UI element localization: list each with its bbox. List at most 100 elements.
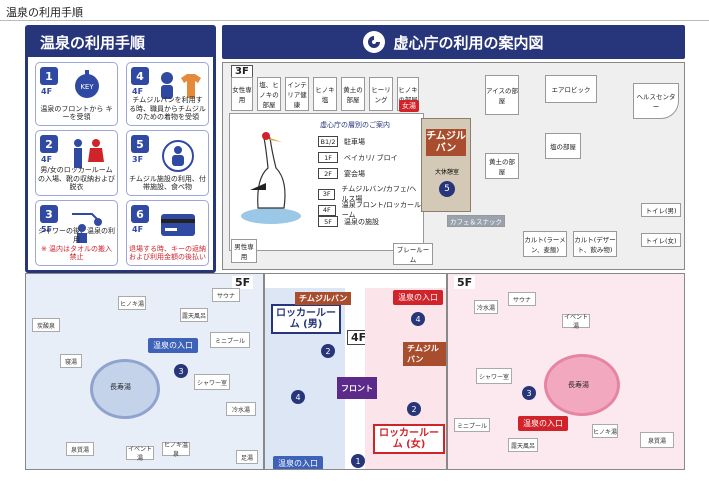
floor-desc: チムジルバン/カフェ/ヘルス場 — [341, 185, 417, 203]
step-4: 4 4F チムジルバンを利用する時、職員からチムジルのための着物を受領 — [126, 62, 209, 126]
floor-desc: 温泉フロント/ロッカールーム — [341, 201, 422, 219]
main-tub-label: 長寿湯 — [568, 381, 589, 389]
step-number: 2 — [40, 135, 58, 153]
room: シャワー室 — [476, 368, 512, 384]
room: 泉質湯 — [640, 432, 674, 448]
step-marker: 3 — [522, 386, 536, 400]
step-marker: 4 — [411, 312, 425, 326]
cafe-snack: カフェ＆スナック — [447, 215, 505, 227]
step-marker: 1 — [351, 454, 365, 468]
onsen-entrance-button[interactable]: 温泉の入口 — [518, 416, 568, 431]
step-5: 5 3F チムジル施設の利用、付帯施設、食べ物 — [126, 130, 209, 196]
room: エアロビック — [545, 75, 597, 103]
main-tub — [544, 354, 620, 416]
room: ヒーリング — [369, 77, 393, 111]
payment-card-icon — [161, 214, 195, 236]
step-1: 1 4F KEY 温泉のフロントから キーを受領 — [35, 62, 118, 126]
step-warning: ※ 温内はタオルの搬入禁止 — [40, 244, 113, 262]
room: ヒノキ塩 — [313, 77, 337, 111]
room: 黄土の部屋 — [341, 77, 365, 111]
step-marker: 2 — [321, 344, 335, 358]
board-row: 2F 宴会場 — [318, 168, 365, 179]
step-number: 6 — [131, 205, 149, 223]
step-floor: 4F — [132, 87, 144, 96]
step-text: シャワーの後、温泉の利用 ※ 温内はタオルの搬入禁止 — [38, 227, 115, 262]
onsen-entrance-top[interactable]: 温泉の入口 — [393, 290, 443, 305]
step-marker: 5 — [439, 181, 455, 197]
board-row: B1/2 駐車場 — [318, 136, 365, 147]
chimjilbang-label: チムジルバン — [426, 129, 466, 156]
floor-badge: 4F — [318, 204, 336, 216]
room: ヒノキ湯 — [592, 424, 618, 438]
room: 男性専用 — [231, 239, 257, 263]
step-marker: 3 — [174, 364, 188, 378]
step-2: 2 4F 男/女のロッカールームの入場、靴の収納および脱衣 — [35, 130, 118, 196]
floor-label: 4F — [347, 330, 371, 345]
floor-desc: 温泉の施設 — [344, 217, 379, 226]
step-text: チムジルバンを利用する時、職員からチムジルのための着物を受領 — [129, 95, 206, 122]
step-floor: 4F — [41, 155, 53, 164]
room: 泉質湯 — [66, 442, 94, 456]
room: 冷水湯 — [226, 402, 256, 416]
step-text: 温泉のフロントから キーを受領 — [40, 104, 113, 122]
sauna-person-icon — [162, 140, 194, 172]
floor-badge: 3F — [318, 188, 336, 200]
floor-label: 5F — [232, 276, 254, 289]
women-bath-tag: 女湯 — [399, 100, 419, 112]
restroom-icon — [74, 139, 104, 168]
floor-label: 5F — [454, 276, 476, 289]
onsen-entrance-button[interactable]: 温泉の入口 — [148, 338, 198, 353]
room: ヒノキ温泉 — [162, 442, 190, 458]
board-row: 3F チムジルバン/カフェ/ヘルス場 — [318, 184, 423, 204]
step-floor: 5F — [41, 225, 53, 234]
room: サウナ — [508, 292, 536, 306]
floor-5f-women-map: 5F 長寿湯 温泉の入口 3 シャワー室 イベント湯 サウナ 冷水湯 ミニプール… — [447, 273, 685, 470]
floor-3f-map: 3F 女性専用 塩、ヒノキの部屋 インテリア健康 ヒノキ塩 黄土の部屋 ヒーリン… — [222, 62, 685, 270]
key-icon: KEY — [75, 70, 99, 98]
step-number: 4 — [131, 67, 149, 85]
room: 塩の部屋 — [545, 133, 581, 159]
room: イベント湯 — [562, 314, 590, 330]
step-number: 1 — [40, 67, 58, 85]
floor-desc: 駐車場 — [344, 137, 365, 146]
map-header: 虚心庁の利用の案内図 — [222, 25, 685, 59]
room: 黄土の部屋 — [485, 153, 519, 179]
room: 足湯 — [236, 450, 258, 464]
step-floor: 4F — [132, 225, 144, 234]
logo-icon — [363, 31, 386, 53]
room: イベント湯 — [126, 446, 154, 462]
header-divider — [0, 20, 709, 21]
room: ミニプール — [454, 418, 490, 432]
steps-panel: 温泉の利用手順 1 4F KEY 温泉のフロントから キーを受領 4 4F チム… — [25, 25, 216, 273]
staff-clothes-icon — [161, 72, 201, 99]
board-title: 虚心庁の層別のご案内 — [320, 121, 390, 129]
room: 寝湯 — [60, 354, 82, 368]
floor-badge: B1/2 — [318, 136, 338, 147]
step-floor: 4F — [41, 87, 53, 96]
floor-desc: ベイカリ/ ブロイ — [344, 153, 398, 162]
steps-header: 温泉の利用手順 — [28, 28, 213, 57]
room: ミニプール — [210, 332, 250, 348]
restroom: トイレ(女) — [641, 233, 681, 247]
board-row: 4F 温泉フロント/ロッカールーム — [318, 200, 423, 220]
step-marker: 2 — [407, 402, 421, 416]
step-text: チムジル施設の利用、付帯施設、食べ物 — [129, 174, 206, 192]
crane-mascot-icon — [241, 132, 301, 224]
floor-4f-map: 4F ロッカールーム (男) ロッカールーム (女) フロント チムジルバン チ… — [264, 273, 447, 470]
step-3: 3 5F シャワーの後、温泉の利用 ※ 温内はタオルの搬入禁止 — [35, 200, 118, 266]
onsen-entrance-bottom[interactable]: 温泉の入口 — [273, 456, 323, 469]
shower-icon — [72, 213, 102, 243]
map-title: 虚心庁の利用の案内図 — [393, 33, 544, 52]
floor-badge: 2F — [318, 168, 338, 179]
step-text: 男/女のロッカールームの入場、靴の収納および脱衣 — [38, 165, 115, 192]
rest-room-label: 大休憩室 — [434, 169, 459, 176]
step-floor: 3F — [132, 155, 144, 164]
front-desk[interactable]: フロント — [337, 377, 377, 399]
room: カルト(ラーメン、麦飯) — [523, 231, 567, 257]
chimjilbang-hall: チムジルバン 大休憩室 5 — [421, 118, 471, 212]
room: ヒノキ湯 — [118, 296, 146, 310]
floor-desc: 宴会場 — [344, 169, 365, 178]
